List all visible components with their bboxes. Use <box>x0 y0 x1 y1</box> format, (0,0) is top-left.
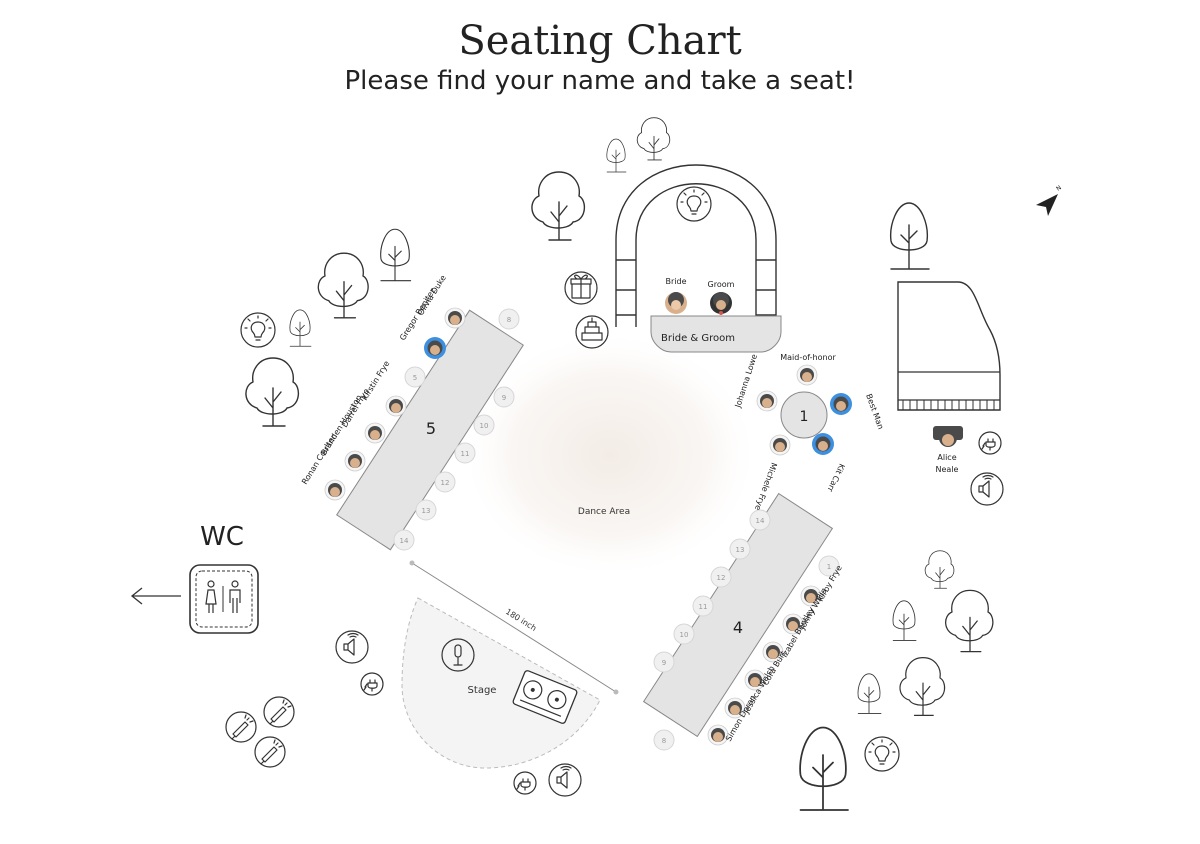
page-title: Seating Chart <box>458 18 742 64</box>
dance-floor <box>460 330 760 580</box>
table-4-seats: 1 8 9 10 11 12 13 14 <box>653 509 840 751</box>
wedding-arch <box>615 164 777 327</box>
speaker-icon <box>548 763 582 797</box>
musician-name-last: Neale <box>936 465 959 474</box>
table-4-group <box>642 492 834 738</box>
wc-label: WC <box>200 522 244 552</box>
svg-text:8: 8 <box>662 737 666 745</box>
svg-text:11: 11 <box>699 603 708 611</box>
tree-icon <box>289 309 312 347</box>
tree-icon <box>380 228 412 282</box>
tree-icon <box>799 726 849 811</box>
musician-avatar <box>933 426 963 447</box>
guest-avatar <box>424 337 446 359</box>
svg-text:12: 12 <box>717 574 726 582</box>
dance-area-label: Dance Area <box>578 507 630 517</box>
guest-name-t1-1: Maid-of-honor <box>780 353 836 362</box>
svg-text:9: 9 <box>662 659 666 667</box>
speaker-icon <box>970 472 1004 506</box>
guest-avatar <box>812 433 834 455</box>
svg-text:11: 11 <box>461 450 470 458</box>
stage-dimension-label: 180 inch <box>504 607 538 633</box>
guest-avatar <box>830 393 852 415</box>
light-icon <box>676 186 712 222</box>
tree-icon <box>899 657 946 716</box>
tree-icon <box>924 550 955 589</box>
svg-text:10: 10 <box>680 631 689 639</box>
tree-icon <box>317 252 369 319</box>
firework-icon <box>263 696 295 728</box>
svg-text:1: 1 <box>827 563 831 571</box>
table-4 <box>642 492 834 738</box>
svg-text:14: 14 <box>400 537 409 545</box>
arrow-left-icon <box>130 587 181 605</box>
table-5-seats: 8 5 9 10 11 12 13 14 <box>393 308 520 551</box>
svg-text:N: N <box>1055 184 1063 192</box>
bride-label: Bride <box>666 277 687 286</box>
tree-icon <box>606 138 627 173</box>
svg-text:12: 12 <box>441 479 450 487</box>
tree-icon <box>636 117 671 161</box>
light-icon <box>864 736 900 772</box>
guest-name-t5-6: Ronan Coulter <box>300 433 338 487</box>
guest-name-t1-3: Kit Carr <box>825 462 846 494</box>
table-5-number: 5 <box>426 419 436 438</box>
table-1 <box>780 391 828 439</box>
svg-text:8: 8 <box>507 316 511 324</box>
tree-icon <box>945 589 994 653</box>
cake-icon <box>575 315 609 349</box>
tree-icon <box>245 357 300 427</box>
piano-icon <box>897 281 1001 411</box>
guest-avatar <box>769 434 791 456</box>
svg-text:9: 9 <box>502 394 506 402</box>
musician-name-first: Alice <box>937 453 956 462</box>
groom-figure <box>710 292 732 315</box>
restroom-icon <box>189 564 259 634</box>
groom-label: Groom <box>708 280 735 289</box>
tree-icon <box>857 673 882 714</box>
bride-groom-table-label: Bride & Groom <box>661 333 735 344</box>
guest-avatar <box>385 395 407 417</box>
svg-text:13: 13 <box>422 507 431 515</box>
guest-avatar <box>344 450 366 472</box>
power-outlet-icon <box>513 771 537 795</box>
guest-name-t1-5: Johanna Lowe <box>733 353 759 410</box>
guest-avatar <box>756 390 778 412</box>
stage-area <box>401 597 601 769</box>
power-outlet-icon <box>360 672 384 696</box>
guest-name-t4-3: Izabel Bentley <box>780 605 816 659</box>
bride-groom-table <box>650 315 782 353</box>
gift-icon <box>564 271 598 305</box>
table-4-number: 4 <box>733 618 743 637</box>
guest-name-t5-2: Gregor Benitez <box>398 286 437 342</box>
north-arrow-icon: N <box>1036 184 1063 216</box>
speaker-icon <box>335 630 369 664</box>
guest-avatar <box>796 364 818 386</box>
tree-icon <box>892 600 917 641</box>
table-1-number: 1 <box>800 409 809 425</box>
stage-dimension-line <box>411 562 617 693</box>
bride-figure <box>665 292 687 314</box>
power-outlet-icon <box>978 431 1002 455</box>
tree-icon <box>531 171 586 241</box>
stage-label: Stage <box>468 685 497 696</box>
firework-icon <box>225 711 257 743</box>
light-icon <box>240 312 276 348</box>
page-subtitle: Please find your name and take a seat! <box>344 66 856 96</box>
svg-text:5: 5 <box>413 374 417 382</box>
guest-avatar <box>324 479 346 501</box>
dj-console-icon <box>512 670 578 724</box>
tree-icon <box>889 202 930 270</box>
svg-text:10: 10 <box>480 422 489 430</box>
svg-text:13: 13 <box>736 546 745 554</box>
firework-icon <box>254 736 286 768</box>
guest-name-t1-2: Best Man <box>864 393 885 431</box>
guest-avatar <box>364 422 386 444</box>
guest-avatar <box>444 307 466 329</box>
microphone-icon <box>441 638 475 672</box>
svg-text:14: 14 <box>756 517 765 525</box>
